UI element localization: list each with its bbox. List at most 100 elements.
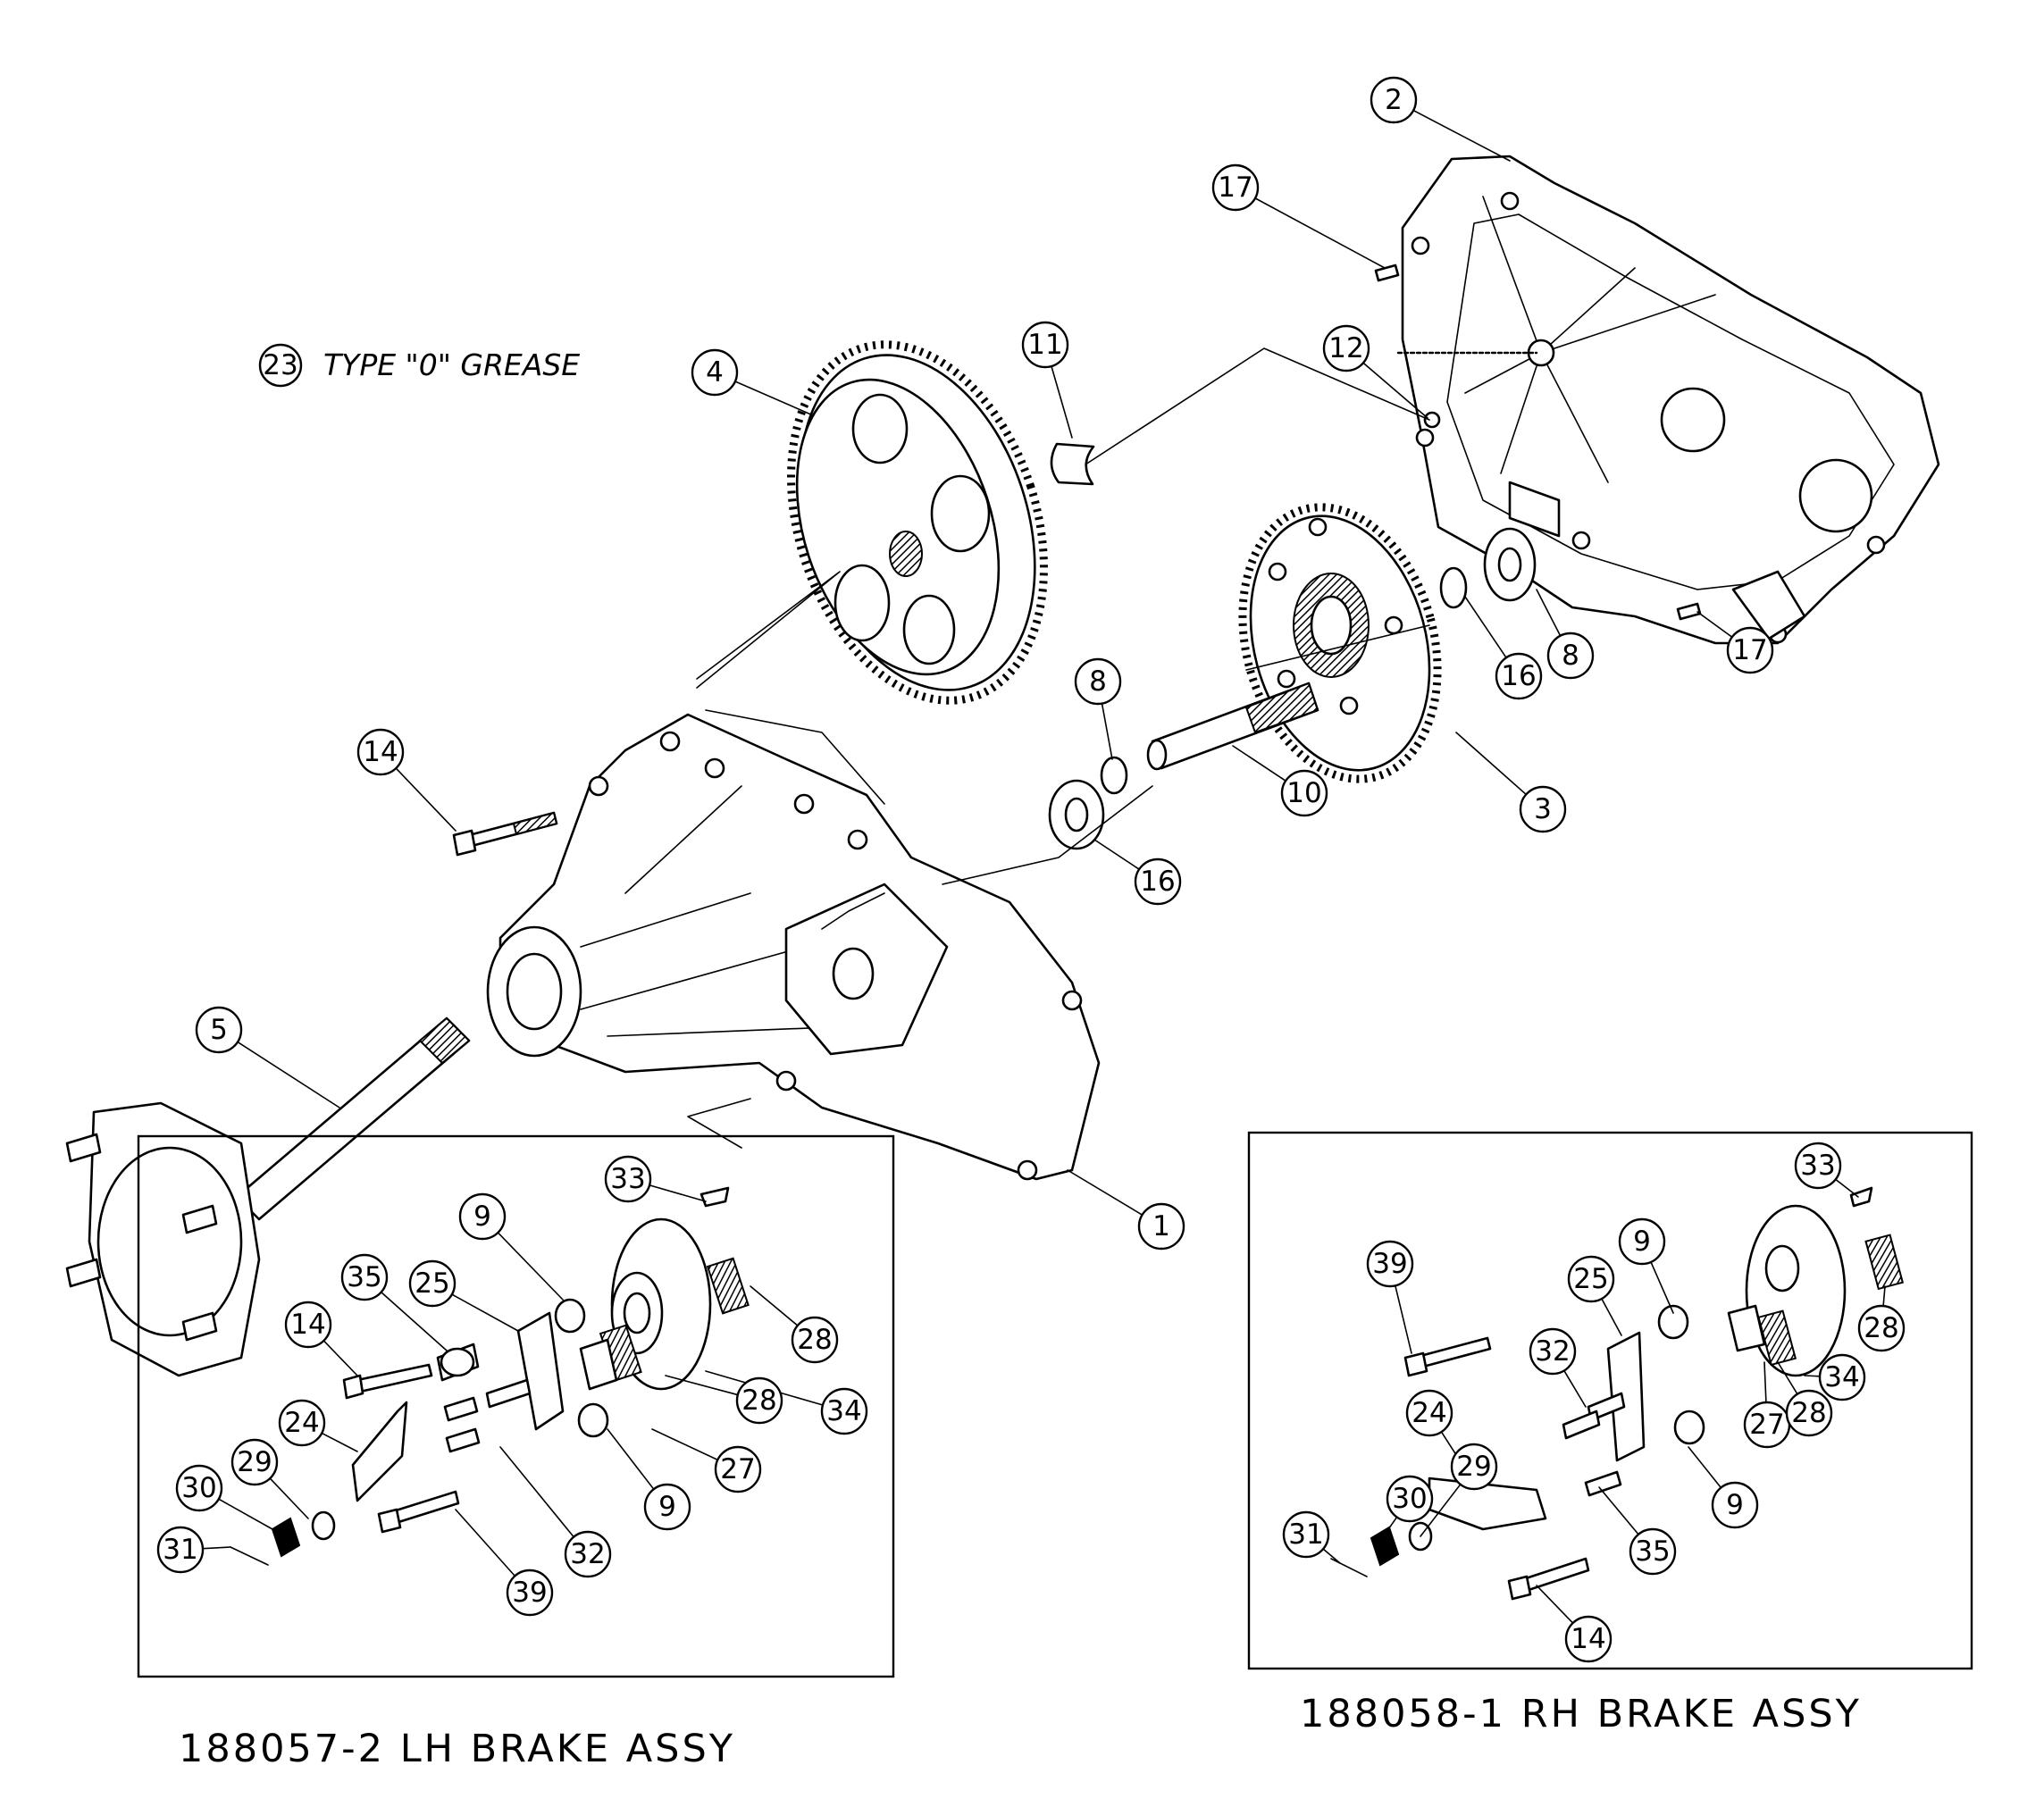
leader-line: [750, 1285, 799, 1326]
callout-circle: [1857, 1304, 1906, 1352]
leader-line: [665, 1375, 739, 1396]
callout-number: 24: [284, 1407, 319, 1439]
leader-line: [269, 1477, 309, 1519]
leader-line: [451, 1293, 519, 1332]
leader-line: [380, 1291, 448, 1351]
callout-number: 2: [1385, 84, 1403, 116]
callout-circle: [1519, 785, 1567, 833]
callout-main-0: 2: [1370, 76, 1418, 124]
callout-lh-7: 30: [175, 1464, 223, 1512]
callout-number: 35: [1635, 1535, 1670, 1568]
leader-line: [321, 1432, 358, 1452]
callout-circle: [1629, 1527, 1677, 1576]
rh-brake-parts: [1330, 1186, 1905, 1601]
pin-17-upper: [1374, 264, 1400, 282]
callout-circle: [1450, 1443, 1498, 1491]
callout-number: 30: [1392, 1483, 1427, 1515]
leader-line: [1412, 109, 1511, 162]
callout-number: 8: [1089, 665, 1107, 698]
callout-main-8: 8: [1074, 657, 1122, 706]
callout-lh-11: 9: [643, 1483, 691, 1531]
grease-note: 23 TYPE "0" GREASE: [258, 343, 580, 388]
callout-circle: [1322, 324, 1370, 372]
callout-main-7: 16: [1134, 857, 1182, 906]
assembly-lines-main: [687, 347, 1430, 1149]
callout-rh-12: 28: [1857, 1304, 1906, 1352]
callout-number: 16: [1501, 660, 1536, 692]
callout-circle: [1564, 1615, 1613, 1663]
callout-number: 34: [1824, 1361, 1859, 1393]
leader-line: [1563, 1369, 1587, 1408]
leader-line: [1051, 365, 1073, 439]
leader-line: [1650, 1261, 1674, 1314]
grease-callout-circle: [258, 343, 303, 388]
callout-circle: [408, 1259, 457, 1308]
callout-main-3: 11: [1021, 321, 1069, 369]
callout-number: 39: [1372, 1248, 1407, 1280]
callout-circle: [691, 348, 739, 397]
callout-circle: [791, 1316, 839, 1364]
leader-line: [218, 1498, 273, 1530]
callout-circle: [1366, 1240, 1414, 1288]
callout-rh-10: 14: [1564, 1615, 1613, 1663]
callout-circle: [1818, 1353, 1866, 1401]
callout-circle: [1711, 1481, 1759, 1529]
callout-circle: [1495, 652, 1543, 700]
callout-number: 24: [1412, 1397, 1446, 1429]
callout-number: 31: [163, 1534, 197, 1566]
callout-circle: [1074, 657, 1122, 706]
leader-line: [1395, 1284, 1412, 1354]
callout-rh-5: 24: [1405, 1389, 1453, 1437]
callout-lh-2: 25: [408, 1259, 457, 1308]
main-housing-1: [486, 713, 1101, 1181]
callout-circle: [643, 1483, 691, 1531]
callout-number: 32: [570, 1538, 605, 1570]
leader-line: [1093, 839, 1140, 871]
ball-12: [1423, 411, 1441, 429]
callout-number: 27: [720, 1453, 755, 1485]
callout-number: 28: [741, 1385, 776, 1417]
callout-lh-15: 34: [820, 1387, 868, 1435]
callout-number: 34: [826, 1395, 861, 1427]
callout-number: 17: [1732, 634, 1767, 666]
callout-circle: [1546, 632, 1595, 680]
callout-circle: [284, 1301, 332, 1349]
callout-number: 14: [1571, 1623, 1605, 1655]
callout-circle: [1137, 1202, 1185, 1251]
grease-note-text: TYPE "0" GREASE: [323, 347, 580, 382]
callout-number: 11: [1027, 329, 1062, 361]
leader-line: [1067, 1169, 1143, 1216]
shaft-10: [1146, 682, 1319, 771]
callout-lh-4: 14: [284, 1301, 332, 1349]
callout-number: 28: [797, 1324, 832, 1356]
leader-line: [323, 1340, 358, 1376]
callout-circle: [564, 1530, 612, 1578]
leader-line: [607, 1428, 655, 1490]
callout-number: 10: [1286, 777, 1321, 809]
grease-callout-number: 23: [263, 349, 297, 381]
leader-line: [499, 1446, 574, 1538]
callout-number: 17: [1218, 171, 1252, 204]
callout-main-11: 14: [356, 728, 405, 776]
callout-circle: [714, 1445, 762, 1493]
callout-number: 27: [1749, 1409, 1784, 1441]
leader-line: [1254, 197, 1386, 269]
callout-number: 29: [237, 1446, 272, 1478]
callout-circle: [1618, 1217, 1666, 1266]
callout-number: 28: [1864, 1312, 1898, 1344]
callout-number: 29: [1456, 1451, 1491, 1483]
case-half-right: [1396, 155, 1940, 645]
callout-number: 35: [347, 1261, 381, 1293]
callout-circle: [1021, 321, 1069, 369]
leader-line: [1536, 589, 1562, 637]
callout-circle: [1386, 1475, 1434, 1523]
washer-16-left: [1100, 756, 1128, 795]
callout-lh-6: 29: [230, 1438, 279, 1486]
callout-lh-0: 33: [604, 1155, 652, 1203]
callout-lh-12: 27: [714, 1445, 762, 1493]
callout-number: 28: [1791, 1397, 1826, 1429]
lh-brake-parts: [230, 1186, 750, 1566]
callout-number: 14: [290, 1309, 325, 1341]
